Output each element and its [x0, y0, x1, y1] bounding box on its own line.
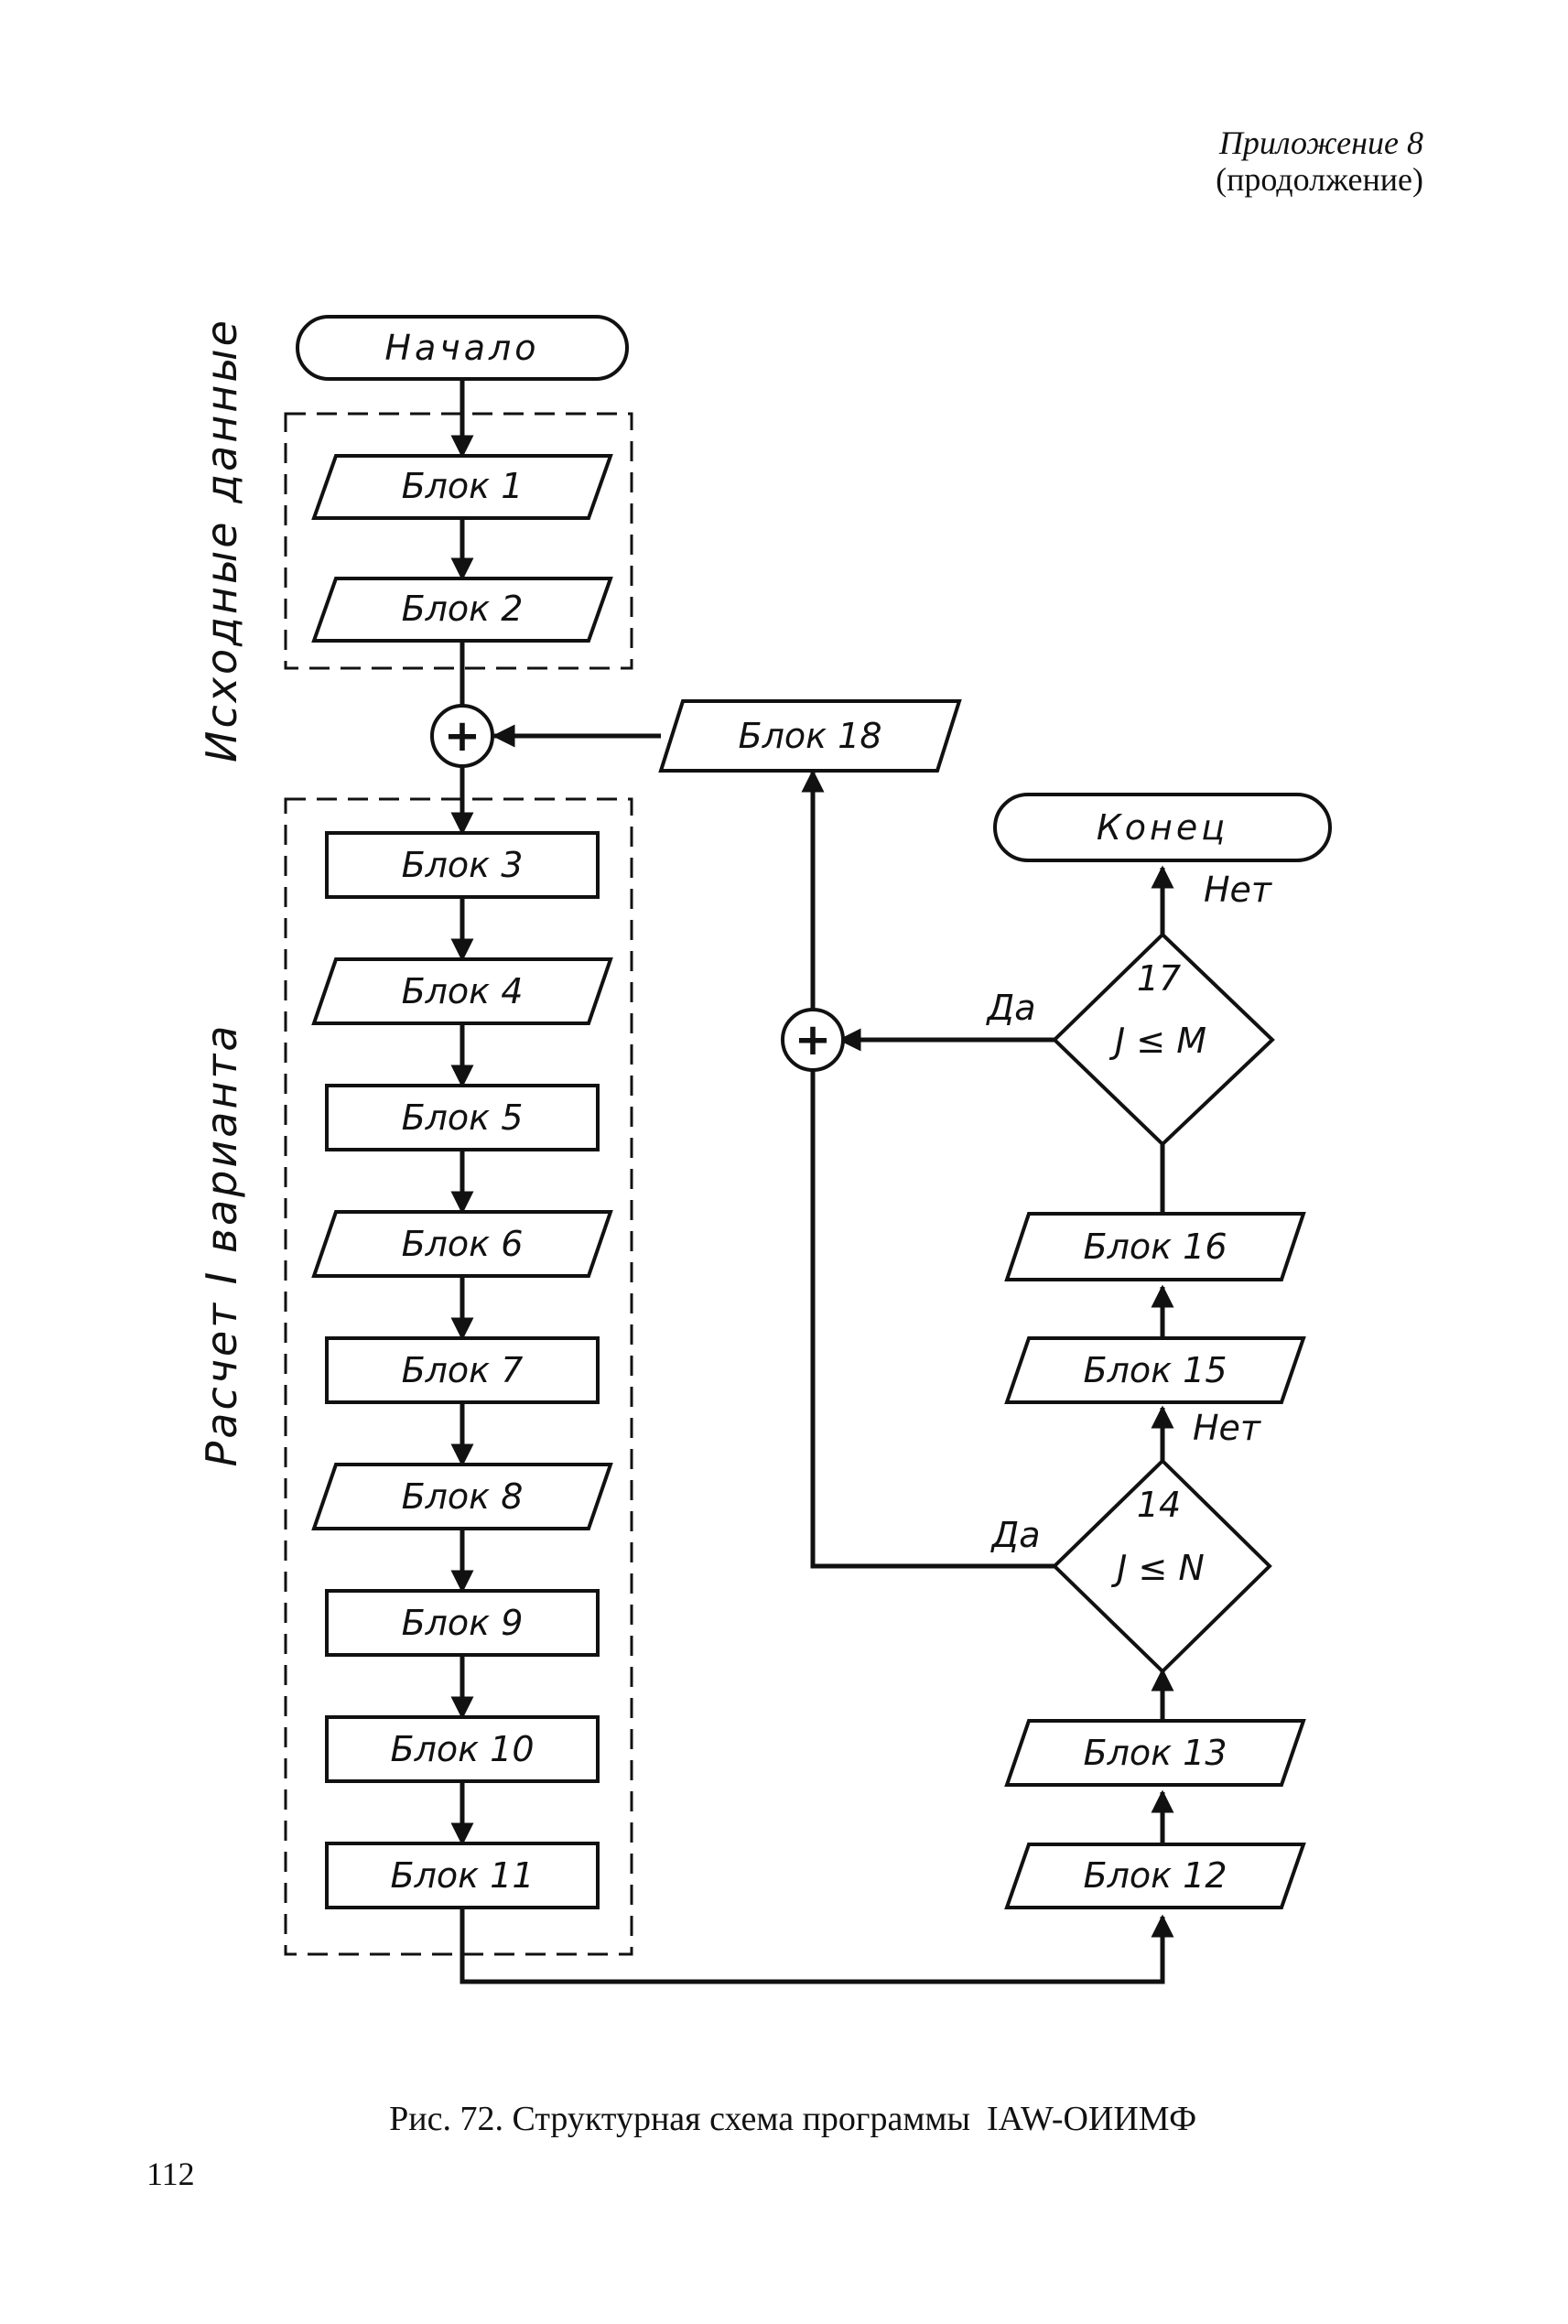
decision-17-shape	[1052, 932, 1275, 1147]
decision-17-no-label: Нет	[1204, 870, 1273, 910]
decision-17-number: 17	[1137, 958, 1181, 999]
connector-lines	[450, 379, 1174, 1984]
block-6-shape	[311, 1210, 613, 1278]
block-8-label: Блок 8	[402, 1476, 524, 1517]
decision-14-shape	[1052, 1458, 1272, 1674]
block-12-shape	[1004, 1843, 1306, 1909]
decision-14-condition: J ≤ N	[1110, 1548, 1205, 1588]
decision-17-yes-label: Да	[986, 988, 1036, 1028]
block-15-label: Блок 15	[1084, 1350, 1227, 1390]
start-terminal	[296, 315, 629, 381]
block-9-shape	[325, 1589, 600, 1657]
junction-right-plus: +	[795, 1014, 831, 1065]
end-label: Конец	[1097, 807, 1228, 848]
block-16-shape	[1004, 1212, 1306, 1281]
junction-right-circle	[781, 1008, 845, 1072]
junction-top-plus: +	[444, 710, 481, 762]
appendix-label: Приложение 8	[1218, 124, 1423, 161]
decision-17-condition: J ≤ M	[1108, 1021, 1206, 1061]
block-10-shape	[325, 1715, 600, 1783]
block-3-label: Блок 3	[402, 845, 524, 885]
input-data-group-label: Исходные данные	[197, 318, 246, 762]
block-4-label: Блок 4	[402, 971, 524, 1011]
block-5-shape	[325, 1084, 600, 1151]
block-15-shape	[1004, 1336, 1306, 1404]
block-8-shape	[311, 1463, 613, 1530]
block-11-shape	[325, 1842, 600, 1909]
figure-caption: Рис. 72. Структурная схема программы	[389, 2100, 970, 2138]
junction-top-circle	[430, 704, 494, 768]
block-10-label: Блок 10	[391, 1729, 535, 1769]
block-2-shape	[311, 577, 613, 643]
calc-variant-group	[284, 797, 633, 1956]
decision-14-no-label: Нет	[1193, 1408, 1262, 1448]
decision-14-number: 14	[1137, 1485, 1181, 1525]
block-1-label: Блок 1	[402, 466, 524, 506]
block-7-shape	[325, 1336, 600, 1404]
block-13-shape	[1004, 1719, 1306, 1787]
block-6-label: Блок 6	[402, 1224, 524, 1264]
block-12-label: Блок 12	[1084, 1855, 1227, 1896]
block-5-label: Блок 5	[402, 1097, 524, 1138]
page-number: 112	[146, 2156, 195, 2192]
block-1-shape	[311, 454, 613, 520]
calc-variant-group-label: Расчет I варианта	[197, 1023, 246, 1467]
block-16-label: Блок 16	[1084, 1227, 1227, 1267]
continued-label: (продолжение)	[1216, 161, 1423, 198]
block-13-label: Блок 13	[1084, 1733, 1227, 1773]
start-label: Начало	[384, 328, 539, 368]
program-name: IAW-ОИИМФ	[987, 2100, 1196, 2138]
block-11-label: Блок 11	[391, 1855, 535, 1896]
block-7-label: Блок 7	[402, 1350, 524, 1390]
end-terminal	[993, 793, 1332, 862]
block-4-shape	[311, 957, 613, 1025]
input-data-group	[284, 412, 633, 670]
block-9-label: Блок 9	[402, 1603, 524, 1643]
block-2-label: Блок 2	[402, 589, 524, 629]
decision-14-yes-label: Да	[990, 1515, 1041, 1555]
block-3-shape	[325, 831, 600, 899]
block-18-label: Блок 18	[739, 716, 882, 756]
block-18-shape	[658, 699, 962, 773]
